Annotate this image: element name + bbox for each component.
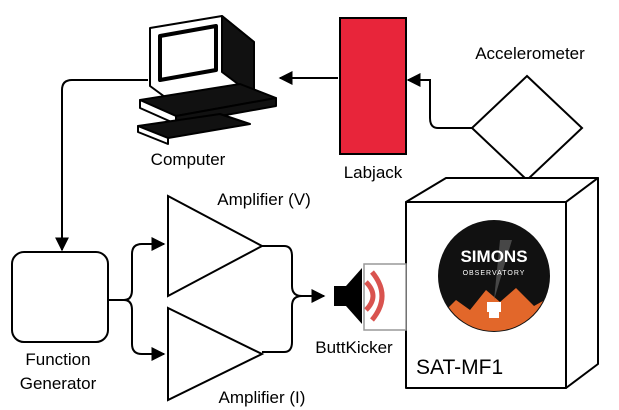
logo-text-observatory: OBSERVATORY [463,270,526,277]
amplifier-v-label: Amplifier (V) [217,190,311,209]
sat-mf1-label: SAT-MF1 [416,356,503,379]
amplifier-i-triangle [167,306,265,402]
function-generator-label-line1: Function [25,350,90,369]
function-generator-label-line2: Generator [20,374,97,393]
buttkicker-icon [334,263,407,331]
connector-computer-to-function-generator [55,79,148,252]
connector-amp-i-to-buttkicker [262,295,303,353]
connector-amp-v-to-buttkicker [262,245,326,303]
amplifier-v-triangle [167,194,265,298]
labjack-box [339,17,407,155]
function-generator-box [11,251,109,343]
buttkicker-label: ButtKicker [315,338,393,357]
connector-accelerometer-to-labjack [406,73,472,129]
connector-fg-to-amp-i [123,299,166,361]
accelerometer-diamond [470,74,584,182]
logo-text-simons: SIMONS [460,247,527,266]
amplifier-i-label: Amplifier (I) [219,388,306,407]
computer-label: Computer [151,150,226,169]
connector-fg-to-amp-v [108,237,166,301]
computer-icon [137,15,277,145]
labjack-label: Labjack [344,163,403,182]
accelerometer-label: Accelerometer [475,44,585,63]
